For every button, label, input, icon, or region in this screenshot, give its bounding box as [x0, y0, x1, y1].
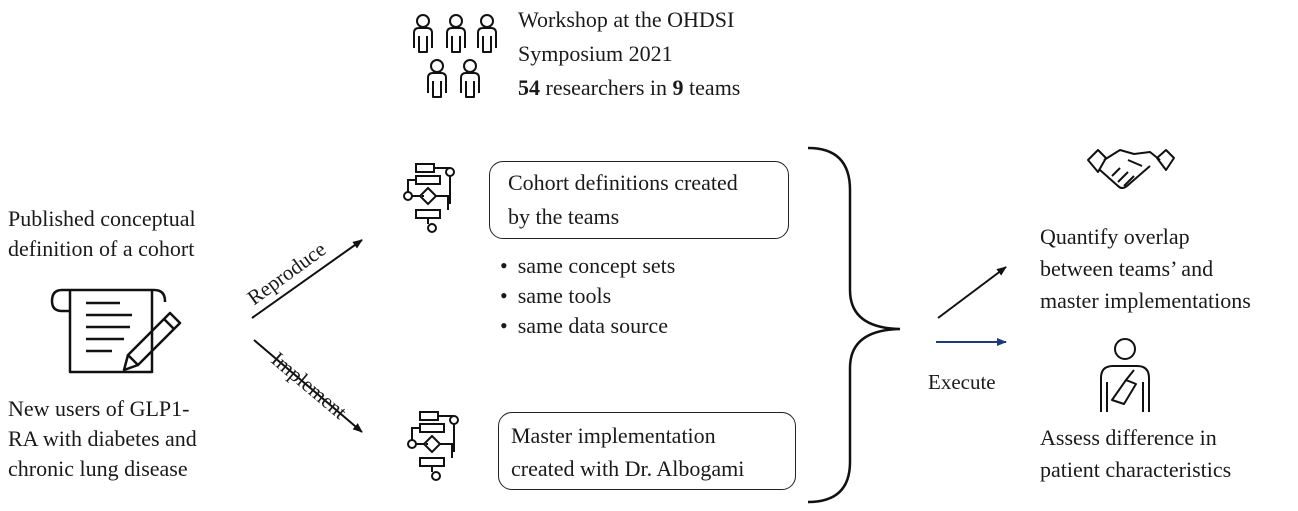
overlap-arrow	[937, 266, 1007, 319]
published-definition-line1: Published conceptual	[8, 206, 196, 231]
workshop-title-line1: Workshop at the OHDSI	[518, 7, 735, 32]
list-item: same concept sets	[500, 251, 676, 281]
published-definition-line2: definition of a cohort	[8, 236, 195, 261]
document-pen-icon	[50, 288, 182, 374]
list-item: same tools	[500, 281, 675, 311]
team-count: 9	[672, 75, 684, 100]
flowchart-icon	[407, 411, 459, 481]
flowchart-icon	[403, 163, 455, 233]
execute-label: Execute	[928, 370, 996, 394]
reproduce-arrow	[251, 239, 363, 319]
patient-icon	[1100, 338, 1150, 412]
overlap-line1: Quantify overlap	[1040, 224, 1190, 249]
curly-brace	[807, 146, 901, 504]
assess-line2: patient characteristics	[1040, 457, 1232, 482]
cohort-description-line3: chronic lung disease	[8, 456, 188, 481]
constraint-list: same concept sets same tools same data s…	[500, 251, 676, 341]
master-implementation-box: Master implementation created with Dr. A…	[498, 412, 796, 490]
cohort-description-line1: New users of GLP1-	[8, 396, 190, 421]
list-item: same data source	[500, 311, 675, 341]
workshop-title-line2: Symposium 2021	[518, 41, 673, 66]
cohort-description-line2: RA with diabetes and	[8, 426, 197, 451]
master-line2: created with Dr. Albogami	[511, 456, 745, 481]
assess-line1: Assess difference in	[1040, 425, 1217, 450]
overlap-line2: between teams’ and	[1040, 256, 1214, 281]
team-cohort-box: Cohort definitions created by the teams	[489, 161, 789, 239]
master-line1: Master implementation	[511, 423, 716, 448]
team-cohort-line1: Cohort definitions created	[508, 170, 738, 195]
team-cohort-line2: by the teams	[508, 204, 620, 229]
implement-arrow	[253, 339, 363, 433]
handshake-icon	[1087, 149, 1175, 189]
workshop-participants: 54 researchers in 9 teams	[518, 75, 741, 100]
overlap-line3: master implementations	[1040, 288, 1251, 313]
researcher-count: 54	[518, 75, 540, 100]
people-group-icon	[413, 14, 497, 98]
